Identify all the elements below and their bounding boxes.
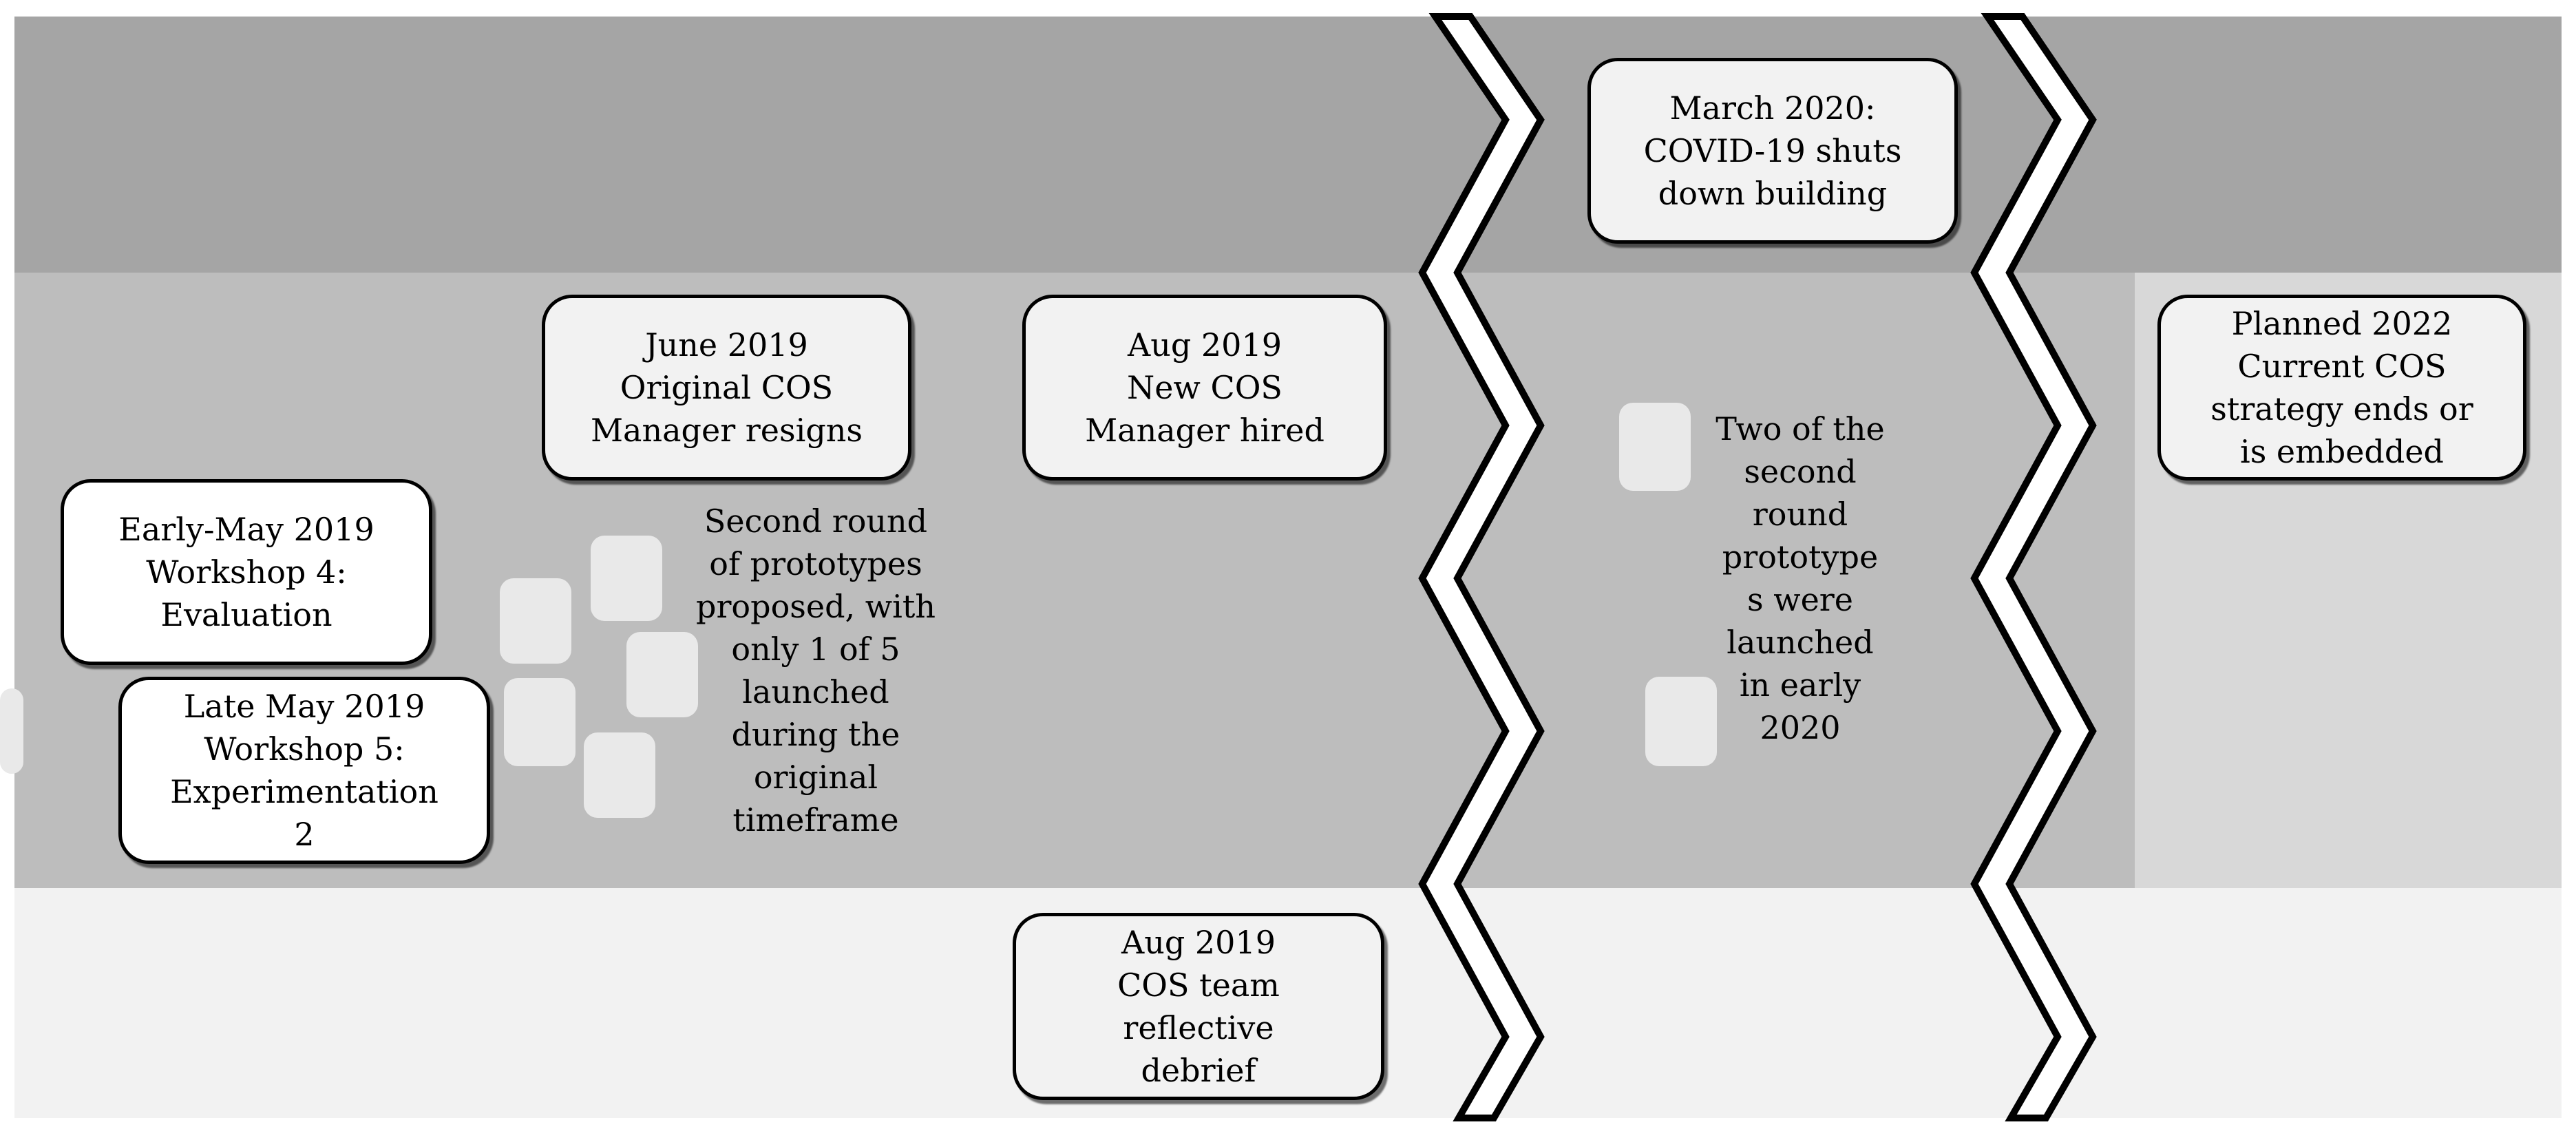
prototype-tile xyxy=(584,732,655,818)
event-covid-shutdown: March 2020: COVID-19 shuts down building xyxy=(1587,58,1958,244)
prototype-tile xyxy=(591,536,662,621)
time-break-right xyxy=(1970,13,2097,1121)
prototype-tile xyxy=(1645,677,1717,766)
event-workshop-5: Late May 2019 Workshop 5: Experimentatio… xyxy=(118,677,490,864)
top-band xyxy=(14,17,2562,273)
prototype-tile xyxy=(1619,403,1691,491)
time-break-left xyxy=(1418,13,1545,1121)
note-two-prototypes-launched: Two of the second round prototype s were… xyxy=(1715,410,1885,746)
event-aug-2019-debrief: Aug 2019 COS team reflective debrief xyxy=(1013,913,1384,1100)
event-workshop-4: Early-May 2019 Workshop 4: Evaluation xyxy=(61,479,432,665)
event-planned-2022: Planned 2022 Current COS strategy ends o… xyxy=(2157,295,2526,481)
event-aug-2019-manager-hired: Aug 2019 New COS Manager hired xyxy=(1022,295,1387,481)
prototype-tile xyxy=(504,678,576,766)
prototype-tile xyxy=(626,632,698,717)
prototype-tile xyxy=(500,578,571,664)
prototype-tile xyxy=(0,688,23,774)
event-june-2019-resignation: June 2019 Original COS Manager resigns xyxy=(542,295,911,481)
note-second-round-prototypes: Second round of prototypes proposed, wit… xyxy=(696,503,936,838)
